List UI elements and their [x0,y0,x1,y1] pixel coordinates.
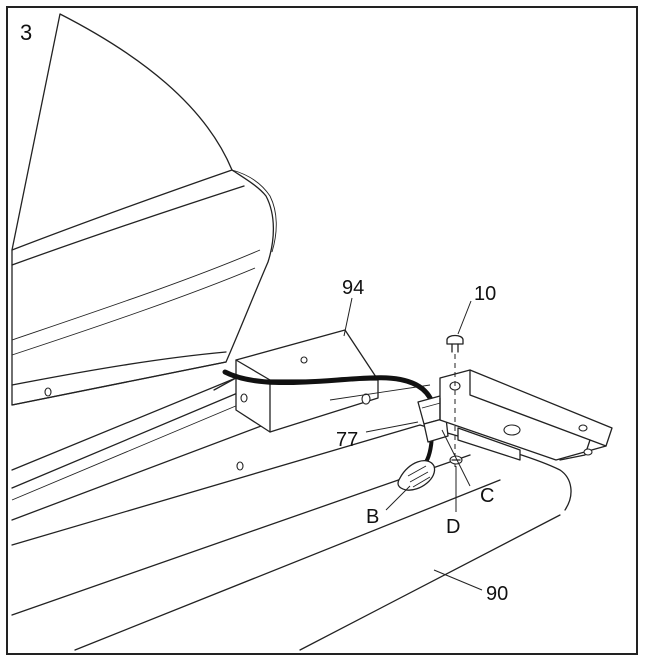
label-c: C [480,485,494,507]
motor-hood [11,13,277,406]
screw-d [449,455,463,465]
base-plate-90 [11,384,572,651]
leader-lines [343,297,483,591]
label-77: 77 [336,429,358,451]
label-94: 94 [342,277,364,299]
connector-77 [417,395,449,443]
screw-10 [446,334,464,468]
mounting-bracket [439,369,613,461]
connector-b [397,460,436,491]
hood-hole [44,387,52,397]
step-number: 3 [20,20,32,45]
label-10: 10 [474,283,496,305]
label-d: D [446,516,460,538]
label-b: B [366,506,379,528]
label-90: 90 [486,583,508,605]
